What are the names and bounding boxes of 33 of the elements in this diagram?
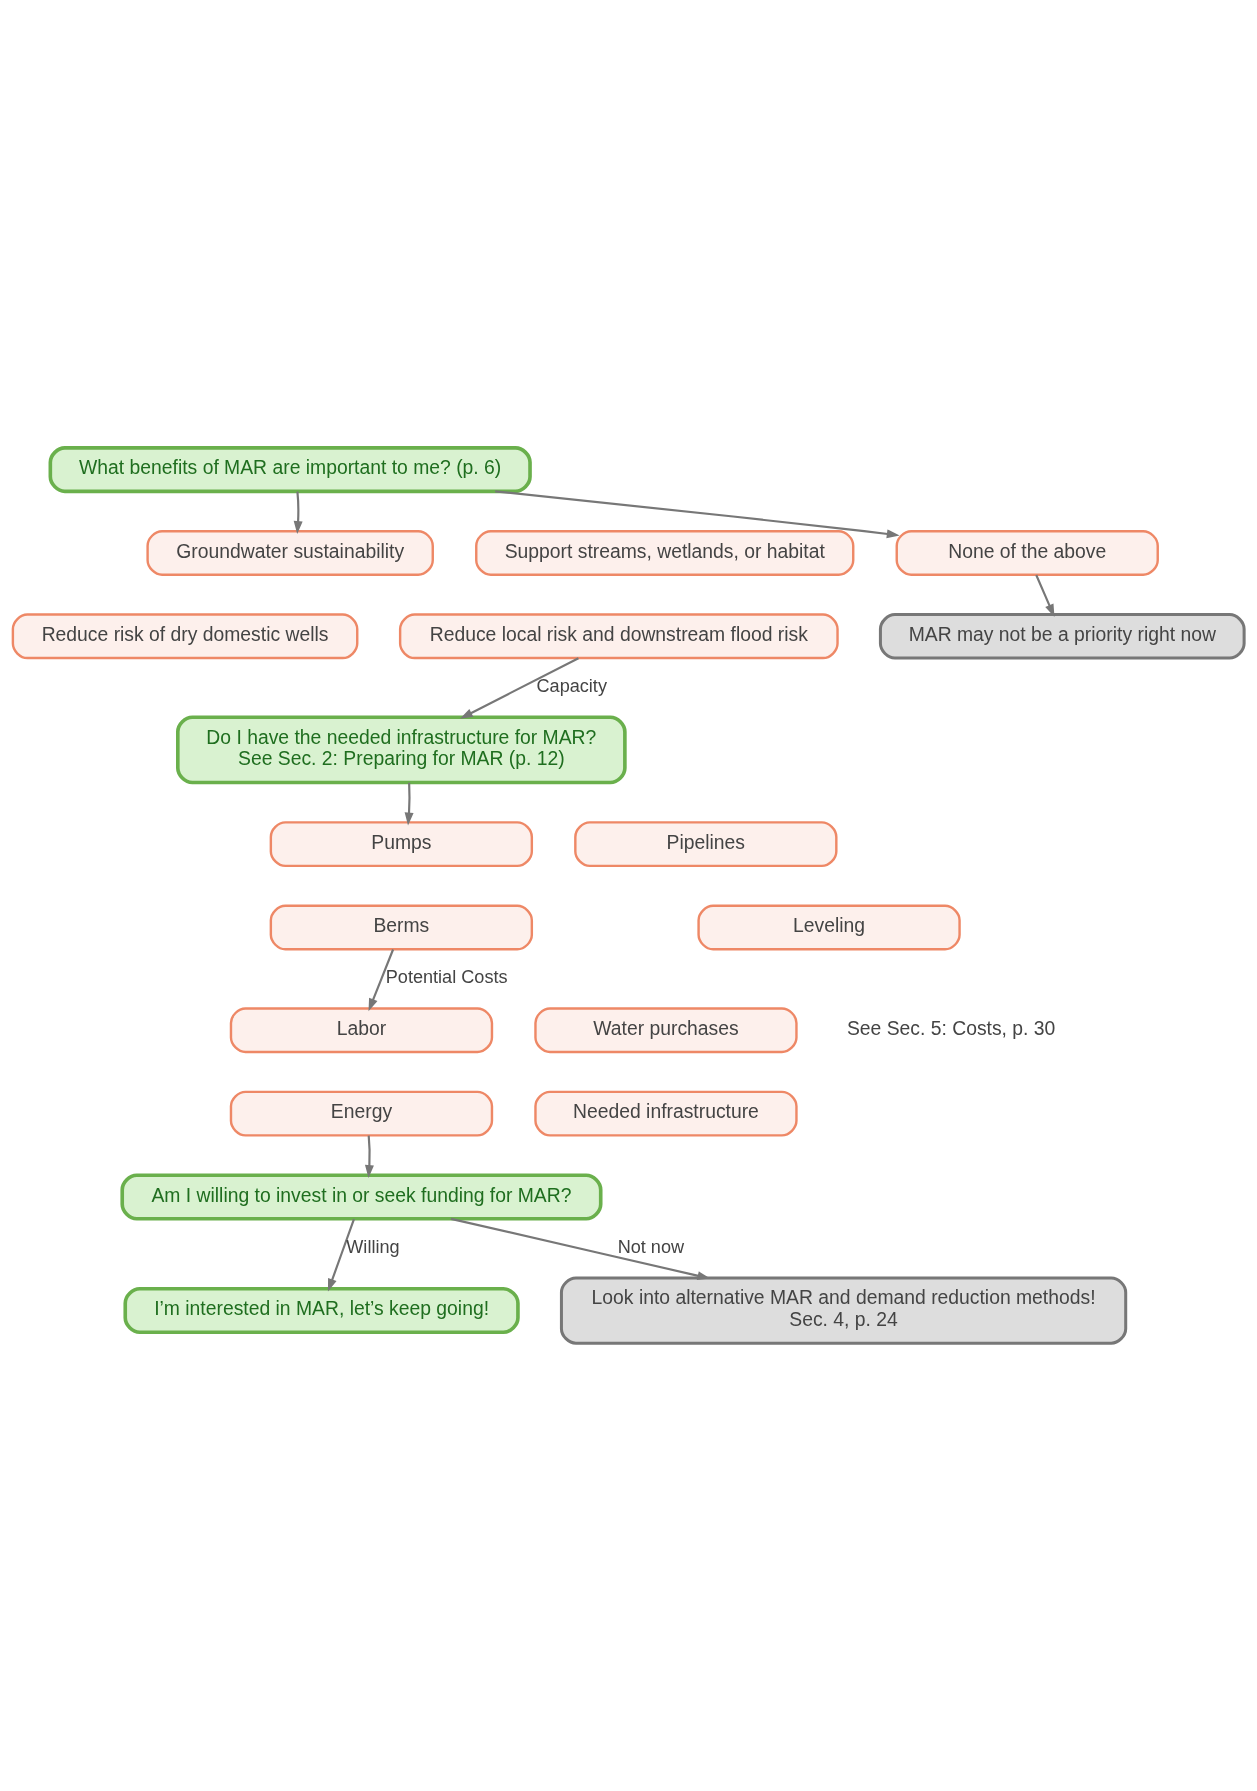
edge-label: Willing: [346, 1236, 400, 1257]
arrow: [404, 782, 414, 826]
node-box: Needed infrastructure: [534, 1090, 798, 1137]
node-box: Labor: [229, 1007, 494, 1054]
arrow: [368, 949, 395, 1012]
node-box: Pipelines: [574, 821, 838, 868]
arrow: [450, 1217, 711, 1281]
node-box: Pumps: [269, 821, 534, 868]
node-box: Water purchases: [534, 1007, 798, 1054]
arrow: [293, 491, 303, 534]
edge-label: Capacity: [536, 675, 607, 696]
node-box: I’m interested in MAR, let’s keep going!: [123, 1287, 520, 1335]
arrow: [495, 490, 900, 539]
node-box: MAR may not be a priority right now: [878, 613, 1246, 660]
node-box: Berms: [269, 904, 534, 951]
arrow: [460, 657, 579, 719]
node-box: None of the above: [895, 530, 1159, 576]
node-box: Groundwater sustainability: [146, 530, 434, 576]
edge-label: Potential Costs: [385, 967, 508, 988]
arrow: [327, 1218, 355, 1292]
node-box: Energy: [229, 1090, 494, 1137]
node-box: Leveling: [697, 904, 961, 951]
node-box: Reduce risk of dry domestic wells: [11, 613, 359, 660]
label: See Sec. 5: Costs, p. 30: [846, 1017, 1056, 1039]
node-box: Am I willing to invest in or seek funding for MAR?: [120, 1173, 603, 1221]
node-box: Look into alternative MAR and demand reduction methods! Sec. 4, p. 24: [559, 1276, 1128, 1345]
node-box: Reduce local risk and downstream flood risk: [398, 613, 839, 660]
node-box: Do I have the needed infrastructure for MAR? See Sec. 2: Preparing for MAR (p. 12): [176, 715, 627, 785]
edge-label: Not now: [617, 1236, 685, 1257]
arrow: [364, 1135, 374, 1178]
node-box: Support streams, wetlands, or habitat: [475, 530, 855, 576]
node-box: What benefits of MAR are important to me? (p. 6): [48, 446, 532, 494]
arrow: [1035, 574, 1055, 618]
